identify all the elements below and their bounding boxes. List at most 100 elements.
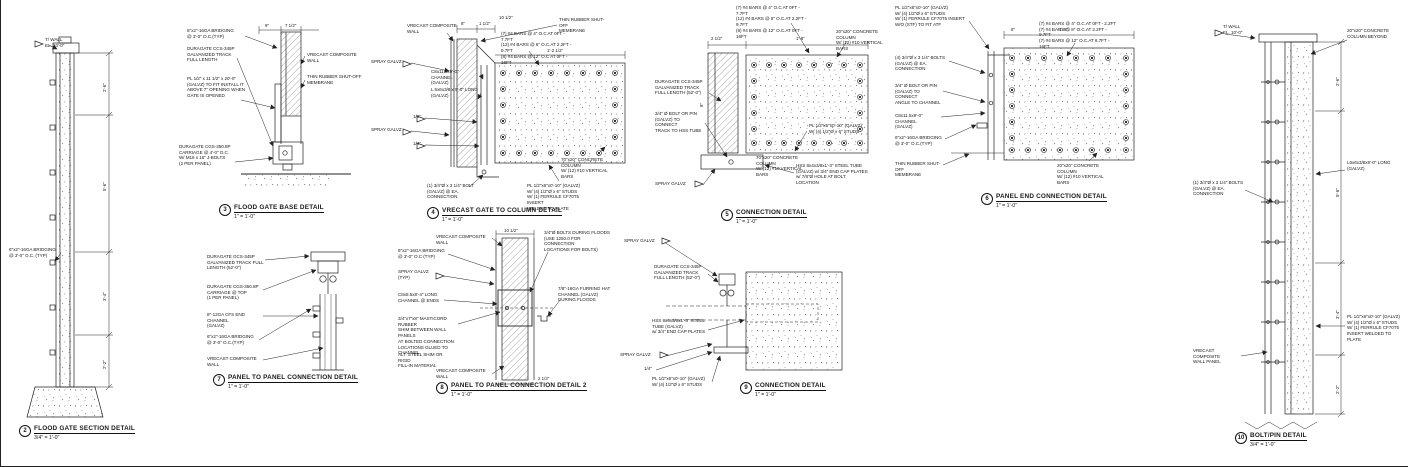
dimension-label: 1'-2 1/2" xyxy=(547,48,564,53)
note-carriage: DURAGATE CGS-350.8P CARRIAGE @ TOP (1 PE… xyxy=(207,284,259,301)
note-concrete-column: 20"x20" CONCRETE COLUMN W/ (12) #10 VERT… xyxy=(836,29,883,52)
dimension-label: 2'-6" xyxy=(102,83,107,92)
note-plate-studs: PL 1/2"x6"x0'-10" (GALVZ) W/ (4) 1/2"Ø x… xyxy=(809,123,863,134)
note-bolts: (4) 3/4"Ø x 3 1/4" BOLTS (GALVZ) @ EA. C… xyxy=(895,55,945,72)
flood-gate-section-drawing xyxy=(26,36,113,418)
dimension-label: 5'-6" xyxy=(102,182,107,191)
note-rebar-schedule: (7) #4 BARS @ 4" O.C AT 0FT - 7.7FT (12)… xyxy=(736,5,807,39)
note-spray-galvz: SPRAY GALVZ xyxy=(620,352,651,357)
note-plate: PL 1/2" x 11 1/2" x 20'-0" (GALVZ) TO FI… xyxy=(187,76,246,99)
detail-8-title-block: 8 PANEL TO PANEL CONNECTION DETAIL 2 1" … xyxy=(436,382,587,398)
note-concrete-column: 70"x20" CONCRETE COLUMN W/ (12) #10 VERT… xyxy=(561,157,608,180)
detail-scale: 1" = 1'-0" xyxy=(996,203,1017,209)
note-plate-studs: PL 1/2"x6"x0'-10" (GALVZ) W/ (4) 1/2"Ø x… xyxy=(652,376,706,387)
dimension-label: 9" xyxy=(265,23,270,28)
note-top-of-wall: T/ WALL EL. 10'-0" xyxy=(45,37,65,48)
note-bolt-or-pin: 3/4" Ø BOLT OR PIN (GALVZ) TO CONNECT TR… xyxy=(655,111,702,134)
note-flood-bolts: 3/4"Ø BOLTS DURING FLOODS (USE 1250.0 FO… xyxy=(544,230,610,253)
detail-title: PANEL END CONNECTION DETAIL xyxy=(996,193,1107,202)
detail-4-title-block: 4 VRECAST GATE TO COLUMN DETAIL 1" = 1'-… xyxy=(427,207,563,223)
detail-title: FLOOD GATE SECTION DETAIL xyxy=(34,425,135,434)
note-channel: C8x11.5x9'-0" CHANNEL (GALVZ) xyxy=(895,113,923,130)
note-concrete-column: 70"x20" CONCRETE COLUMN W/ (12) #10 VERT… xyxy=(756,155,803,178)
note-top-of-wall: T/ WALL EL. 10'-0" xyxy=(1223,24,1243,35)
detail-number-bubble: 3 xyxy=(219,204,231,216)
note-vrecast-wall: VRECAST COMPOSITE WALL xyxy=(436,368,486,379)
panel-to-panel-2-drawing xyxy=(435,230,561,385)
note-hss-tube: HSS 8x4x3/8x1'-3" STEEL TUBE (GALVZ) w/ … xyxy=(652,318,705,335)
note-weld: 1/4" xyxy=(644,366,652,371)
note-bridging: 6"x2"-16GA BRIDGING @ 3'-0" O.C.(TYP) xyxy=(895,135,942,146)
note-spray-galvz: SPRAY GALVZ (TYP) xyxy=(398,269,429,280)
detail-scale: 1" = 1'-0" xyxy=(442,217,463,223)
detail-flood-gate-section: T/ WALL EL. 10'-0" 6"x2"-16GA BRIDGING @… xyxy=(9,35,177,459)
detail-number-bubble: 8 xyxy=(436,382,448,394)
detail-3-title-block: 3 FLOOD GATE BASE DETAIL 1" = 1'-0" xyxy=(219,204,324,220)
panel-to-panel-drawing xyxy=(258,251,346,371)
detail-number-bubble: 10 xyxy=(1235,432,1247,444)
dimension-label: 1'-8" xyxy=(1059,27,1068,32)
detail-connection-top: (7) #4 BARS @ 4" O.C AT 0FT - 7.7FT (12)… xyxy=(651,3,887,227)
dimension-label: 3'-4" xyxy=(1335,310,1340,319)
note-vrecast-wall: VRECAST COMPOSITE WALL xyxy=(307,52,357,63)
detail-number-bubble: 5 xyxy=(721,209,733,221)
detail-number-bubble: 6 xyxy=(981,193,993,205)
detail-panel-end-connection: PL 1/2"x6"x0'-10" (GALVZ) W/ (4) 1/2"Ø x… xyxy=(889,3,1153,211)
note-bridging: 6"x2"-16GA BRIDGING @ 3'-0" O.C. (TYP) xyxy=(9,247,56,258)
connection-bottom-drawing xyxy=(655,237,843,383)
note-bolt: (1) 3/4"Ø x 3 1/4" BOLT (GALVZ) @ EA. CO… xyxy=(427,183,474,200)
detail-scale: 3/4" = 1'-0" xyxy=(1250,442,1276,448)
note-channel: C8x11.5x9'-0" CHANNEL (GALVZ) xyxy=(431,69,459,86)
note-weld: 1/4" xyxy=(413,141,421,146)
note-duragate-track: DURAGATE CCS-345P GALVANIZED TRACK FULL … xyxy=(655,79,703,96)
gate-to-column-drawing xyxy=(402,24,626,188)
detail-number-bubble: 7 xyxy=(213,374,225,386)
note-bridging: 6"x2"-16GA BRIDGING @ 3'-0" O.C.(TYP) xyxy=(207,334,254,345)
detail-scale: 1" = 1'-0" xyxy=(234,214,255,220)
detail-title: CONNECTION DETAIL xyxy=(736,209,807,218)
dimension-label: 10 1/2" xyxy=(499,15,513,20)
panel-end-connection-drawing xyxy=(940,20,1135,166)
detail-number-bubble: 4 xyxy=(427,207,439,219)
note-end-channel: 8"-12GA CFS END CHANNEL (GALVZ) xyxy=(207,312,245,329)
note-hss-tube: HSS 8x4x3/8x1'-3" STEEL TUBE (GALVZ) w/ … xyxy=(796,163,868,186)
note-vrecast-wall: VRECAST COMPOSITE WALL PANEL xyxy=(1193,348,1221,365)
note-vrecast-wall: VRECAST COMPOSITE WALL xyxy=(436,234,486,245)
detail-10-title-block: 10 BOLT/PIN DETAIL 3/4" = 1'-0" xyxy=(1235,432,1307,448)
dimension-label: 2'-2" xyxy=(102,360,107,369)
detail-2-title-block: 2 FLOOD GATE SECTION DETAIL 3/4" = 1'-0" xyxy=(19,425,135,441)
dimension-label: 2'-6" xyxy=(1335,77,1340,86)
flood-gate-base-drawing xyxy=(234,26,351,188)
note-bolt-or-pin: 3/4" Ø BOLT OR PIN (GALVZ) TO CONNECT AN… xyxy=(895,83,941,106)
detail-scale: 1" = 1'-0" xyxy=(755,392,776,398)
detail-title: CONNECTION DETAIL xyxy=(755,382,826,391)
dimension-label: 1 1/2" xyxy=(479,21,491,26)
note-spray-galvz: SPRAY GALVZ xyxy=(371,59,402,64)
detail-title: PANEL TO PANEL CONNECTION DETAIL xyxy=(228,374,358,383)
detail-gate-to-column: VRECAST COMPOSITE WALL THIN RUBBER SHUT-… xyxy=(369,15,651,227)
detail-5-title-block: 5 CONNECTION DETAIL 1" = 1'-0" xyxy=(721,209,807,225)
note-alt-shim: ALT: STEEL SHIM OR RIGID FILL-IN MATERIA… xyxy=(398,352,443,369)
note-carriage: DURAGATE CGS-350.8P CARRIAGE @ 4'-0" O.C… xyxy=(179,144,231,167)
note-rebar-schedule: (7) #4 BARS @ 4" O.C AT 0FT - 7.7FT (12)… xyxy=(501,31,572,65)
detail-9-title-block: 9 CONNECTION DETAIL 1" = 1'-0" xyxy=(740,382,826,398)
note-vrecast-wall: VRECAST COMPOSITE WALL xyxy=(407,23,457,34)
detail-scale: 1" = 1'-0" xyxy=(451,392,472,398)
note-spray-galvz: SPRAY GALVZ xyxy=(624,238,655,243)
note-bridging: 6"x2"-16GA BRIDGING @ 3'-0" O.C (TYP) xyxy=(398,248,445,259)
detail-panel-to-panel: DURAGATE GCS-345P GALVANIZED TRACK FULL … xyxy=(199,248,397,398)
dimension-label: 2 1/2" xyxy=(538,376,550,381)
note-plate-studs: PL 1/2"x6"x0'-10" (GALVZ) W/ (4) 1/2"Ø x… xyxy=(895,5,965,28)
dimension-label: 8" xyxy=(1011,27,1016,32)
dimension-label: 8" xyxy=(461,21,466,26)
detail-title: VRECAST GATE TO COLUMN DETAIL xyxy=(442,207,563,216)
note-masticord-shim: 3/4"x7"x8" MASTICORD RUBBER SHIM BETWEEN… xyxy=(398,316,454,356)
dimension-label: 3'-4" xyxy=(102,292,107,301)
detail-6-title-block: 6 PANEL END CONNECTION DETAIL 1" = 1'-0" xyxy=(981,193,1107,209)
note-plate-studs: PL 1/2"x6"x0'-10" (GALVZ) W/ (4) 1/2"Ø x… xyxy=(527,183,581,211)
note-duragate-track: DURAGATE CCS-345P GALVANIZED TRACK FULL … xyxy=(187,46,235,63)
note-spray-galvz: SPRAY GALVZ xyxy=(655,181,686,186)
note-rubber-membrane: THIN RUBBER SHUT-OFF MEMBRANE xyxy=(307,74,362,85)
note-spray-galvz: SPRAY GALVZ xyxy=(371,127,402,132)
